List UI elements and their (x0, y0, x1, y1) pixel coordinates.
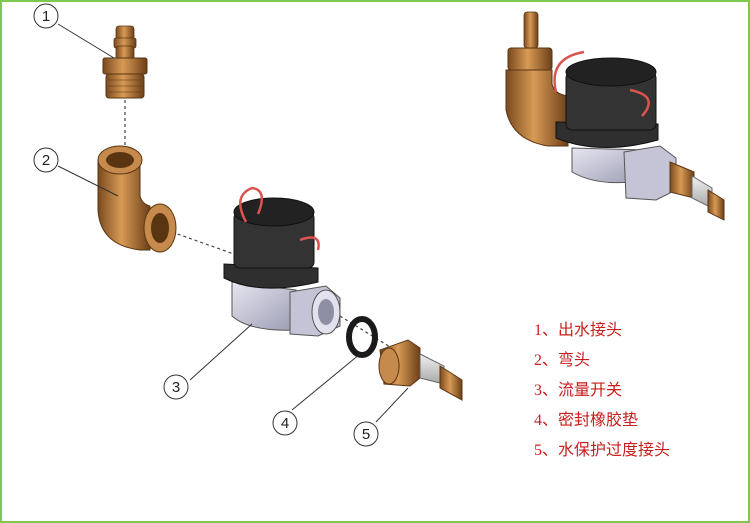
callout-3: 3 (163, 374, 189, 400)
parts-legend: 1、出水接头 2、弯头 3、流量开关 4、密封橡胶垫 5、水保护过度接头 (534, 316, 670, 466)
part-transition-connector (378, 339, 463, 401)
callout-3-label: 3 (172, 379, 180, 396)
callout-2: 2 (33, 147, 59, 173)
callout-1: 1 (33, 3, 59, 29)
legend-item-transition-connector: 5、水保护过度接头 (534, 442, 671, 459)
callout-4: 4 (272, 410, 298, 436)
legend-item-rubber-gasket: 4、密封橡胶垫 (534, 412, 639, 429)
callout-2-label: 2 (42, 152, 50, 169)
part-elbow (97, 145, 177, 253)
legend-item-flow-switch: 3、流量开关 (534, 382, 623, 399)
part-flow-switch (223, 186, 341, 337)
leader-lines (57, 23, 409, 423)
callout-4-label: 4 (281, 415, 289, 432)
callout-1-label: 1 (42, 8, 50, 25)
assembly-lines (124, 100, 396, 351)
callout-5-label: 5 (362, 426, 370, 443)
assembled-view (505, 11, 725, 221)
legend-item-outlet-connector: 1、出水接头 (534, 322, 623, 339)
callout-5: 5 (353, 421, 379, 447)
part-rubber-gasket (346, 316, 378, 358)
legend-item-elbow: 2、弯头 (534, 352, 591, 369)
part-outlet-connector (102, 25, 148, 99)
